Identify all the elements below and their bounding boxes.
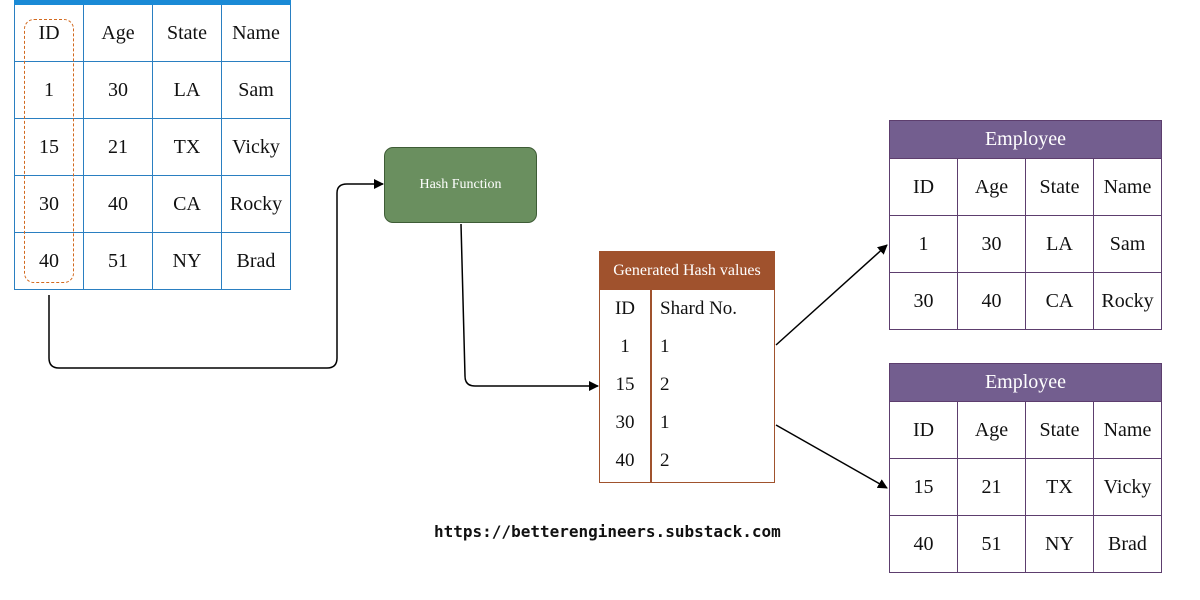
- source-url-text: https://betterengineers.substack.com: [434, 522, 781, 541]
- employee-shard-title: Employee: [889, 120, 1162, 159]
- employee-cell: LA: [1025, 215, 1094, 273]
- hash-function-label: Hash Function: [419, 177, 502, 192]
- employee-cell: 30: [889, 272, 958, 330]
- hash-id-cell: 40: [615, 450, 635, 471]
- employee-row: 15 21 TX Vicky: [889, 458, 1162, 516]
- source-header-cell: ID: [14, 2, 84, 62]
- arrow-hash-values-to-shard-1: [775, 244, 888, 346]
- source-cell: 30: [83, 61, 153, 119]
- hash-id-cell: 30: [615, 412, 635, 433]
- employee-cell: Vicky: [1093, 458, 1162, 516]
- employee-cell: Sam: [1093, 215, 1162, 273]
- employee-header-cell: Name: [1093, 401, 1162, 459]
- source-cell: 40: [14, 232, 84, 290]
- employee-cell: NY: [1025, 515, 1094, 573]
- source-table-row: 30 40 CA Rocky: [14, 175, 291, 233]
- source-cell: 40: [83, 175, 153, 233]
- hash-values-column-divider: [650, 290, 652, 483]
- employee-header-cell: Name: [1093, 158, 1162, 216]
- hash-shard-cell: 1: [660, 412, 670, 433]
- hash-header-cell: ID: [614, 298, 636, 319]
- employee-header-cell: ID: [889, 158, 958, 216]
- employee-cell: Brad: [1093, 515, 1162, 573]
- source-cell: CA: [152, 175, 222, 233]
- source-cell: 30: [14, 175, 84, 233]
- employee-header-cell: Age: [957, 158, 1026, 216]
- employee-row: 40 51 NY Brad: [889, 515, 1162, 573]
- arrow-source-to-hash-function: [48, 179, 384, 369]
- hash-id-cell: 15: [615, 374, 635, 395]
- employee-cell: 15: [889, 458, 958, 516]
- employee-row: 30 40 CA Rocky: [889, 272, 1162, 330]
- employee-header-cell: State: [1025, 401, 1094, 459]
- source-header-cell: Name: [221, 2, 291, 62]
- source-cell: Sam: [221, 61, 291, 119]
- hash-values-row: 1 1: [600, 328, 776, 366]
- employee-cell: Rocky: [1093, 272, 1162, 330]
- employee-cell: 30: [957, 215, 1026, 273]
- employee-header-row: ID Age State Name: [889, 401, 1162, 459]
- hash-values-table: Generated Hash values ID Shard No. 1 1 1…: [599, 251, 775, 483]
- hash-id-cell: 1: [620, 336, 630, 357]
- employee-shard-1-table: Employee ID Age State Name 1 30 LA Sam 3…: [889, 120, 1162, 330]
- employee-shard-title: Employee: [889, 363, 1162, 402]
- employee-cell: TX: [1025, 458, 1094, 516]
- source-cell: Rocky: [221, 175, 291, 233]
- employee-header-cell: Age: [957, 401, 1026, 459]
- source-table: ID Age State Name 1 30 LA Sam 15 21 TX V…: [14, 0, 291, 290]
- employee-cell: 40: [889, 515, 958, 573]
- hash-values-title: Generated Hash values: [600, 252, 774, 290]
- source-cell: 21: [83, 118, 153, 176]
- employee-header-cell: State: [1025, 158, 1094, 216]
- source-header-cell: State: [152, 2, 222, 62]
- employee-cell: 21: [957, 458, 1026, 516]
- employee-header-row: ID Age State Name: [889, 158, 1162, 216]
- source-cell: LA: [152, 61, 222, 119]
- employee-row: 1 30 LA Sam: [889, 215, 1162, 273]
- source-cell: TX: [152, 118, 222, 176]
- source-table-header-row: ID Age State Name: [14, 2, 291, 62]
- arrow-hash-function-to-hash-values: [460, 223, 599, 391]
- source-header-cell: Age: [83, 2, 153, 62]
- employee-cell: CA: [1025, 272, 1094, 330]
- source-table-row: 1 30 LA Sam: [14, 61, 291, 119]
- source-table-row: 15 21 TX Vicky: [14, 118, 291, 176]
- source-cell: Brad: [221, 232, 291, 290]
- hash-shard-cell: 1: [660, 336, 670, 357]
- source-cell: Vicky: [221, 118, 291, 176]
- hash-values-row: 15 2: [600, 366, 776, 404]
- employee-cell: 40: [957, 272, 1026, 330]
- hash-values-header-row: ID Shard No.: [600, 290, 776, 328]
- employee-header-cell: ID: [889, 401, 958, 459]
- source-table-row: 40 51 NY Brad: [14, 232, 291, 290]
- arrow-hash-values-to-shard-2: [775, 424, 888, 489]
- hash-values-row: 30 1: [600, 404, 776, 442]
- employee-cell: 51: [957, 515, 1026, 573]
- hash-function-box: Hash Function: [384, 147, 537, 223]
- source-cell: 1: [14, 61, 84, 119]
- hash-header-cell: Shard No.: [660, 298, 738, 319]
- source-cell: 15: [14, 118, 84, 176]
- employee-cell: 1: [889, 215, 958, 273]
- source-cell: NY: [152, 232, 222, 290]
- source-cell: 51: [83, 232, 153, 290]
- hash-values-row: 40 2: [600, 442, 776, 480]
- hash-shard-cell: 2: [660, 450, 670, 471]
- hash-shard-cell: 2: [660, 374, 670, 395]
- employee-shard-2-table: Employee ID Age State Name 15 21 TX Vick…: [889, 363, 1162, 573]
